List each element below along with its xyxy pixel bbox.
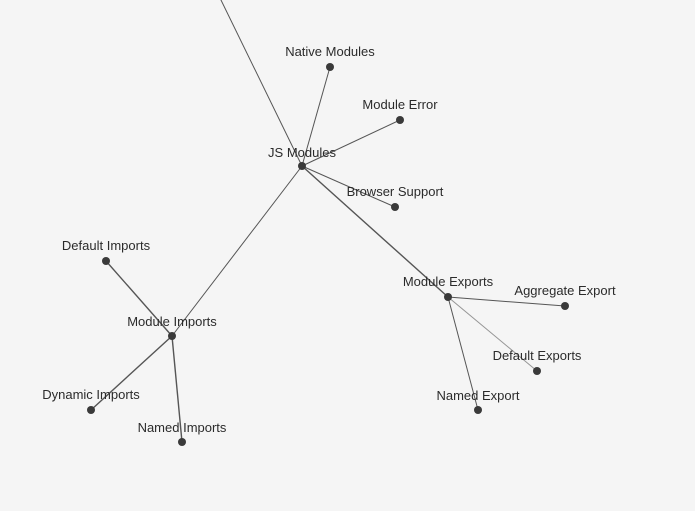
node-dot-js-modules[interactable] <box>298 162 306 170</box>
node-label-js-modules[interactable]: JS Modules <box>268 145 336 160</box>
node-label-default-exports[interactable]: Default Exports <box>493 348 582 363</box>
node-dynamic-imports[interactable]: Dynamic Imports <box>42 387 140 414</box>
edge-module-imports-to-named-imports <box>171 335 183 443</box>
edge-module-exports-to-default-exports <box>447 296 538 372</box>
node-label-named-export[interactable]: Named Export <box>436 388 519 403</box>
node-aggregate-export[interactable]: Aggregate Export <box>514 283 616 310</box>
node-dot-module-imports[interactable] <box>168 332 176 340</box>
node-default-exports[interactable]: Default Exports <box>493 348 582 375</box>
node-label-module-exports[interactable]: Module Exports <box>403 274 494 289</box>
edge-module-imports-to-dynamic-imports <box>90 335 173 411</box>
node-label-native-modules[interactable]: Native Modules <box>285 44 375 59</box>
edge-js-modules-to-native-modules <box>301 66 331 167</box>
node-browser-support[interactable]: Browser Support <box>347 184 444 211</box>
edge-module-exports-to-aggregate-export <box>447 296 566 307</box>
edge-module-imports-to-default-imports <box>105 260 173 337</box>
node-label-module-error[interactable]: Module Error <box>362 97 438 112</box>
node-dot-native-modules[interactable] <box>326 63 334 71</box>
node-dot-dynamic-imports[interactable] <box>87 406 95 414</box>
node-js-modules[interactable]: JS Modules <box>268 145 336 170</box>
edge-module-exports-to-named-export <box>447 296 479 411</box>
edge-js-modules-to-browser-support <box>301 165 396 208</box>
edge-offscreen-parent <box>220 0 303 167</box>
node-module-error[interactable]: Module Error <box>362 97 438 124</box>
node-module-exports[interactable]: Module Exports <box>403 274 494 301</box>
node-dot-default-exports[interactable] <box>533 367 541 375</box>
node-native-modules[interactable]: Native Modules <box>285 44 375 71</box>
node-named-export[interactable]: Named Export <box>436 388 520 414</box>
node-dot-module-exports[interactable] <box>444 293 452 301</box>
node-dot-browser-support[interactable] <box>391 203 399 211</box>
node-named-imports[interactable]: Named Imports <box>138 420 227 446</box>
node-label-default-imports[interactable]: Default Imports <box>62 238 151 253</box>
edge-js-modules-to-module-error <box>301 119 401 167</box>
node-dot-named-export[interactable] <box>474 406 482 414</box>
edge-layer <box>90 0 566 443</box>
node-label-dynamic-imports[interactable]: Dynamic Imports <box>42 387 140 402</box>
node-dot-aggregate-export[interactable] <box>561 302 569 310</box>
node-label-named-imports[interactable]: Named Imports <box>138 420 227 435</box>
node-module-imports[interactable]: Module Imports <box>127 314 217 340</box>
edge-js-modules-to-module-exports <box>301 165 449 298</box>
node-dot-named-imports[interactable] <box>178 438 186 446</box>
node-dot-default-imports[interactable] <box>102 257 110 265</box>
node-dot-module-error[interactable] <box>396 116 404 124</box>
edge-js-modules-to-module-imports <box>171 165 303 337</box>
node-label-aggregate-export[interactable]: Aggregate Export <box>514 283 616 298</box>
node-default-imports[interactable]: Default Imports <box>62 238 151 265</box>
node-label-browser-support[interactable]: Browser Support <box>347 184 444 199</box>
node-label-module-imports[interactable]: Module Imports <box>127 314 217 329</box>
